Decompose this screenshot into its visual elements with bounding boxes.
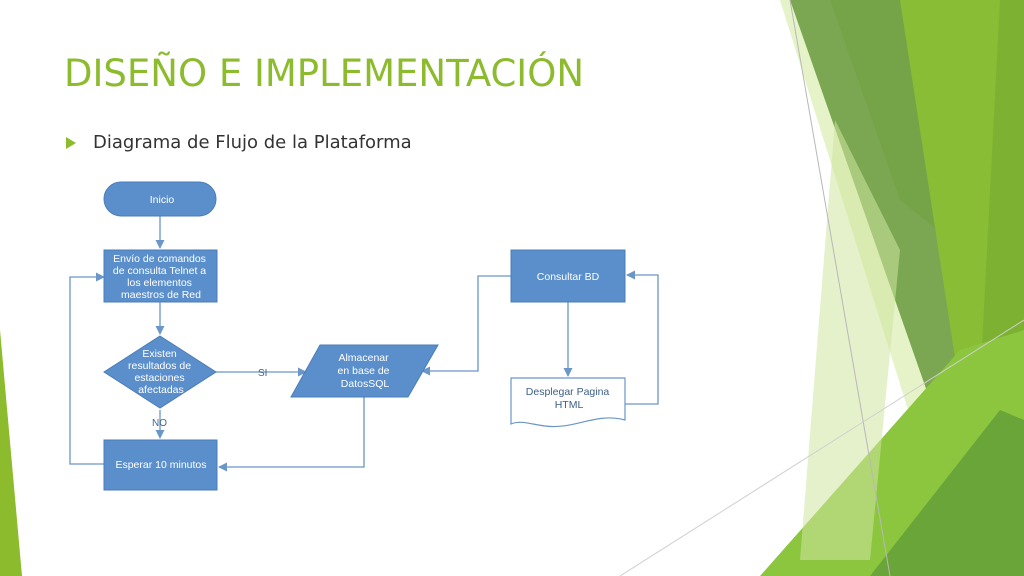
bullet-text: Diagrama de Flujo de la Plataforma — [93, 132, 412, 153]
deco-left-sliver — [0, 330, 22, 576]
node-envio-label: Envío de comandos de consulta Telnet a l… — [113, 253, 209, 301]
node-decision-line: Existen — [142, 348, 177, 360]
node-decision-line: estaciones — [134, 372, 184, 384]
node-envio-line: los elementos — [127, 277, 192, 289]
node-almacenar: Almacenar en base de DatosSQL — [290, 344, 439, 398]
node-envio-line: maestros de Red — [121, 289, 201, 301]
node-consultar: Consultar BD — [510, 249, 626, 303]
node-decision-label: Existen resultados de estaciones afectad… — [128, 348, 194, 396]
edge-label-si: SI — [258, 368, 267, 379]
node-inicio-shape — [103, 181, 217, 217]
deco-thin-line — [789, 0, 891, 576]
node-consultar-label: Consultar BD — [537, 271, 600, 283]
node-desplegar-shape — [510, 377, 626, 428]
node-inicio: Inicio — [103, 181, 217, 217]
edge-desplegar-consultar — [625, 270, 659, 405]
node-almacenar-shape — [290, 344, 439, 398]
node-almacenar-line: en base de — [338, 365, 390, 377]
node-esperar: Esperar 10 minutos — [103, 439, 218, 491]
node-consultar-line: Consultar BD — [537, 271, 600, 283]
node-envio-line: Envío de comandos — [113, 253, 206, 265]
node-esperar-shape — [103, 439, 218, 491]
bullet-arrow-icon — [66, 136, 76, 149]
deco-soft-facet — [800, 120, 900, 560]
edge-esperar-envio — [69, 272, 105, 465]
slide-title: DISEÑO E IMPLEMENTACIÓN — [64, 52, 585, 95]
deco-thin-line-2 — [619, 319, 1024, 576]
node-desplegar: Desplegar Pagina HTML — [510, 377, 626, 428]
node-decision-line: resultados de — [128, 360, 191, 372]
node-envio-shape — [103, 249, 218, 303]
node-envio: Envío de comandos de consulta Telnet a l… — [103, 249, 218, 303]
node-decision: Existen resultados de estaciones afectad… — [103, 335, 217, 409]
edge-almacenar-consultar — [421, 275, 511, 376]
node-inicio-line: Inicio — [150, 194, 175, 206]
node-consultar-shape — [510, 249, 626, 303]
node-esperar-label: Esperar 10 minutos — [115, 459, 206, 471]
node-decision-shape — [103, 335, 217, 409]
node-almacenar-line: DatosSQL — [341, 378, 390, 390]
edge-label-no: NO — [152, 418, 167, 429]
node-almacenar-line: Almacenar — [338, 352, 389, 364]
node-esperar-line: Esperar 10 minutos — [115, 459, 206, 471]
node-inicio-label: Inicio — [150, 194, 175, 206]
node-desplegar-line: Desplegar Pagina — [526, 386, 610, 398]
node-desplegar-label: Desplegar Pagina HTML — [526, 386, 612, 411]
edge-almacenar-esperar — [218, 397, 365, 472]
node-decision-line: afectadas — [138, 384, 184, 396]
node-envio-line: de consulta Telnet a — [113, 265, 206, 277]
node-desplegar-line: HTML — [555, 399, 584, 411]
deco-bottom-dark — [870, 410, 1024, 576]
bullet-item: Diagrama de Flujo de la Plataforma — [66, 132, 412, 153]
node-almacenar-label: Almacenar en base de DatosSQL — [338, 352, 393, 390]
